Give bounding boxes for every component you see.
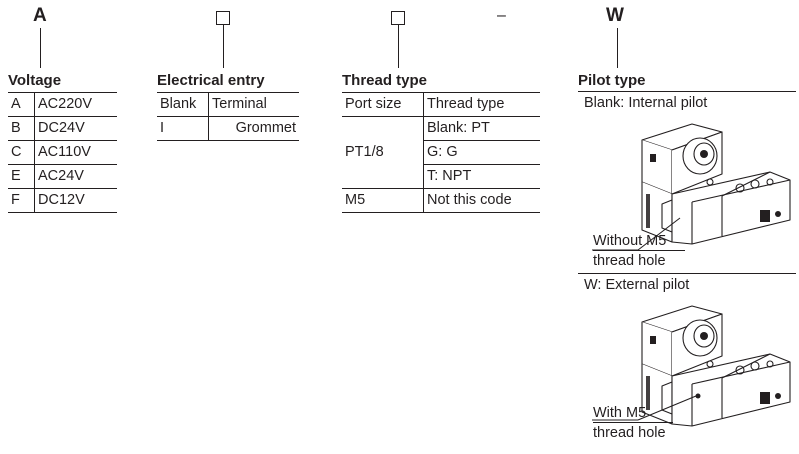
voltage-code-cell: C	[11, 144, 22, 160]
voltage-value-cell: DC12V	[34, 188, 117, 213]
m5-port-size-cell: M5	[345, 192, 366, 208]
pilot-type-leader-line	[617, 28, 618, 68]
table-row: T: NPT	[342, 164, 540, 189]
port-size-header: Port size	[345, 96, 402, 112]
thread-type-leader-line	[398, 25, 399, 68]
table-row: I Grommet	[157, 116, 299, 141]
pilot-type-title: Pilot type	[578, 72, 646, 89]
table-row: F DC12V	[8, 188, 117, 213]
electrical-entry-table: Blank Terminal I Grommet	[157, 92, 299, 141]
pilot-type-code-letter: W	[606, 5, 624, 26]
thread-type-table: Port size Thread type PT1/8 Blank: PT G: G…	[342, 92, 540, 213]
thread-option-cell: G: G	[423, 140, 540, 165]
table-row: B DC24V	[8, 116, 117, 141]
electrical-entry-value-cell: Grommet	[208, 116, 299, 141]
external-pilot-callout-underline	[593, 422, 673, 423]
table-row: Port size Thread type	[342, 92, 540, 117]
m5-thread-value-cell: Not this code	[423, 188, 540, 213]
internal-pilot-callout-line2: thread hole	[593, 253, 666, 269]
external-pilot-valve-illustration	[592, 305, 791, 427]
voltage-value-cell: AC220V	[34, 92, 117, 117]
electrical-entry-title: Electrical entry	[157, 72, 265, 89]
thread-type-header: Thread type	[423, 92, 540, 117]
voltage-leader-line	[40, 28, 41, 68]
voltage-code-letter: A	[33, 5, 47, 26]
voltage-code-cell: B	[11, 120, 21, 136]
voltage-code-cell: F	[11, 192, 20, 208]
voltage-table: A AC220V B DC24V C AC110V E AC24V F DC12V	[8, 92, 117, 213]
internal-pilot-label: Blank: Internal pilot	[584, 95, 708, 111]
internal-pilot-callout-line1: Without M5	[593, 233, 667, 249]
table-row: G: G	[342, 140, 540, 165]
pilot-type-divider	[578, 273, 796, 274]
voltage-title: Voltage	[8, 72, 62, 89]
voltage-code-cell: E	[11, 168, 21, 184]
external-pilot-label: W: External pilot	[584, 277, 690, 293]
internal-pilot-callout-underline	[593, 250, 685, 251]
voltage-value-cell: AC110V	[34, 140, 117, 165]
thread-type-title: Thread type	[342, 72, 428, 89]
internal-pilot-valve-illustration	[592, 123, 791, 251]
voltage-value-cell: AC24V	[34, 164, 117, 189]
thread-option-cell: T: NPT	[423, 164, 540, 189]
electrical-entry-code-cell: Blank	[160, 96, 197, 112]
external-pilot-callout-line2: thread hole	[593, 425, 666, 441]
pt-port-size-cell: PT1/8	[345, 144, 384, 160]
table-row: Blank Terminal	[157, 92, 299, 117]
table-row: PT1/8 Blank: PT	[342, 116, 540, 160]
external-pilot-callout-line1: With M5	[593, 405, 647, 421]
electrical-entry-code-box	[216, 11, 230, 25]
thread-type-code-box	[391, 11, 405, 25]
table-row: A AC220V	[8, 92, 117, 117]
table-row: E AC24V	[8, 164, 117, 189]
voltage-code-cell: A	[11, 96, 21, 112]
electrical-entry-code-cell: I	[160, 120, 165, 136]
table-row: C AC110V	[8, 140, 117, 165]
electrical-entry-leader-line	[223, 25, 224, 68]
table-row: M5 Not this code	[342, 188, 540, 213]
electrical-entry-value-cell: Terminal	[208, 92, 299, 117]
voltage-value-cell: DC24V	[34, 116, 117, 141]
thread-option-cell: Blank: PT	[423, 116, 540, 141]
code-separator-dash: –	[497, 7, 506, 24]
pilot-type-title-rule	[578, 91, 796, 92]
